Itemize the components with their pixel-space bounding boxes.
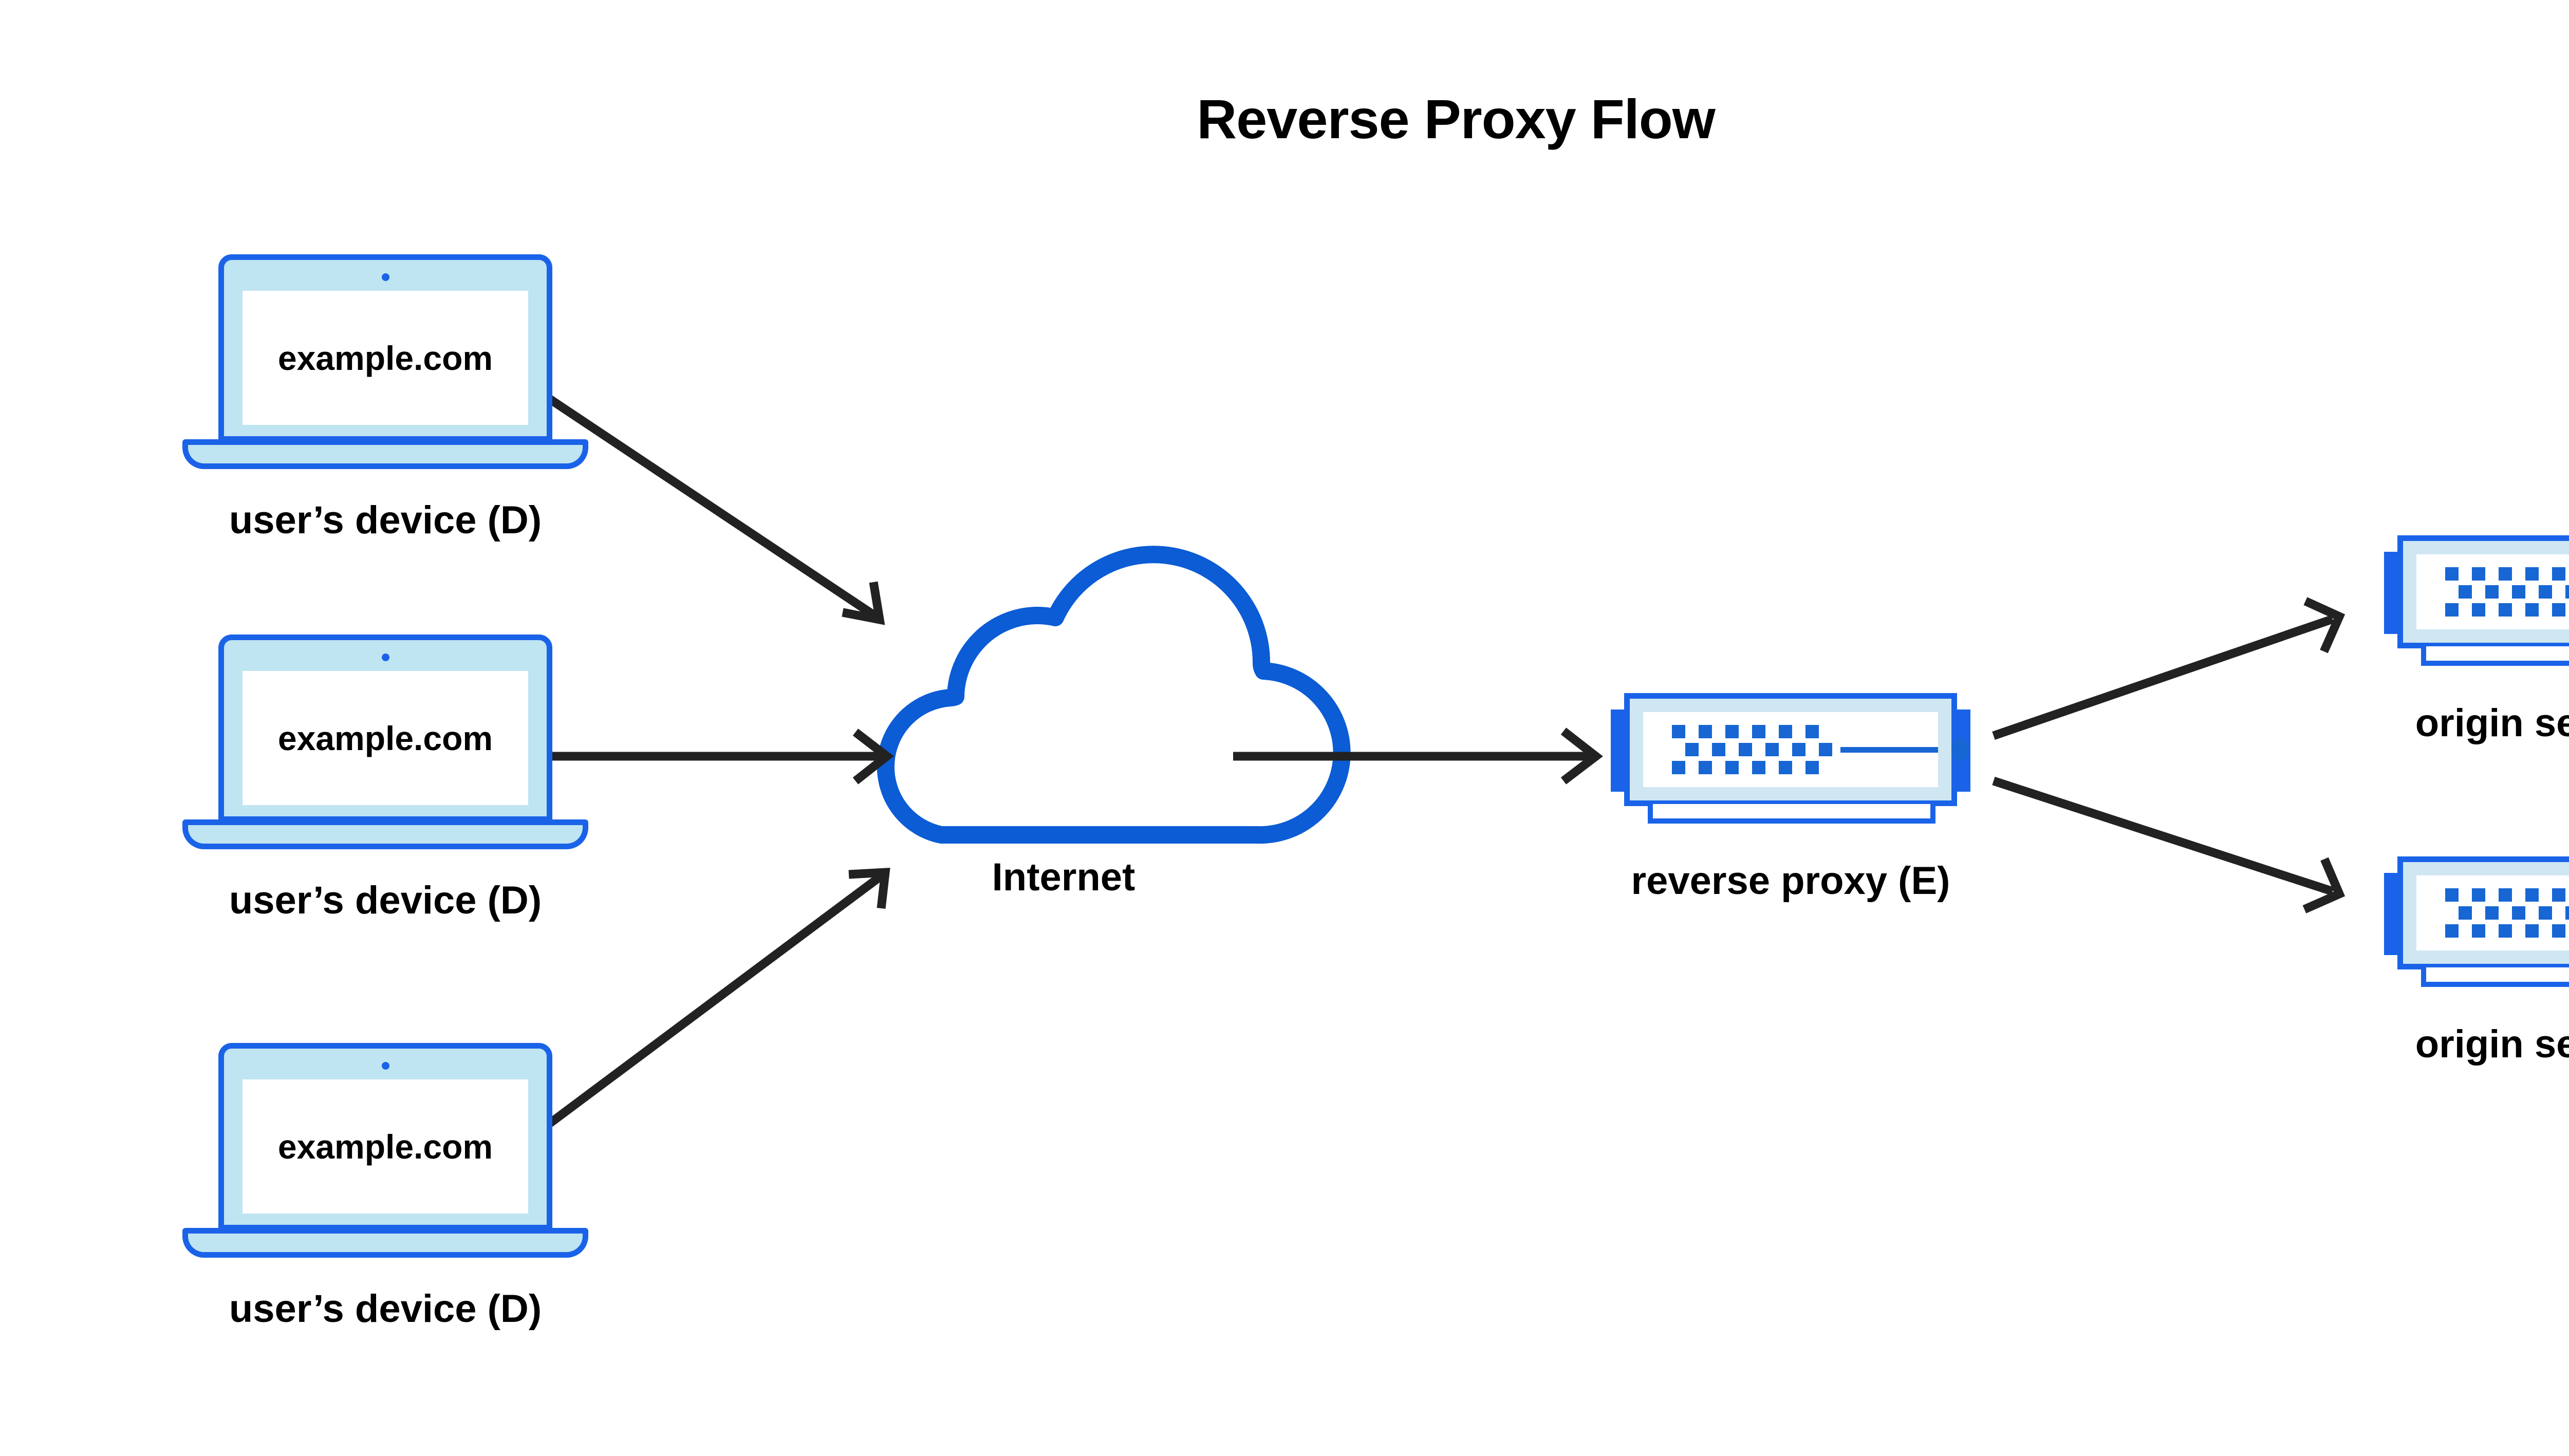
edge-reverse-proxy-to-origin1 [1992,597,2345,740]
node-label-user-device-1: user’s device (D) [229,498,542,542]
camera-icon [382,1062,389,1070]
server-face [2416,875,2569,950]
node-label-user-device-3: user’s device (D) [229,1287,542,1331]
laptop-icon: example.com [182,254,588,470]
server-indicator-line [1840,747,1938,753]
edge-reverse-proxy-to-origin2 [1992,776,2345,913]
laptop-screen: example.com [243,291,528,425]
led-grid-icon [2445,567,2569,617]
laptop-lid: example.com [218,1043,552,1230]
laptop-screen: example.com [243,1079,528,1214]
laptop-screen: example.com [243,671,528,805]
node-label-origin-server-2: origin server (F) [2415,1022,2569,1066]
server-icon [1611,687,1970,826]
server-shelf [1648,804,1935,824]
node-label-internet: Internet [992,855,1135,899]
node-user-device-3[interactable]: example.com user’s device (D) [182,1043,588,1329]
node-origin-server-1[interactable]: origin server (F) [2384,529,2569,743]
camera-icon [382,273,389,281]
server-face [2416,554,2569,629]
laptop-lid: example.com [218,634,552,822]
led-grid-icon [1672,725,1832,774]
camera-icon [382,654,389,661]
screen-url-text: example.com [277,719,493,757]
edge-internet-to-reverse-proxy [1233,727,1603,785]
laptop-base [182,819,588,849]
led-grid-icon [2445,888,2569,938]
server-shelf [2421,646,2569,666]
node-label-origin-server-1: origin server (F) [2415,701,2569,745]
laptop-lid: example.com [218,254,552,442]
laptop-base [182,1228,588,1258]
screen-url-text: example.com [277,339,493,377]
page-title: Reverse Proxy Flow [1197,88,1715,150]
server-icon [2384,850,2569,989]
server-shelf [2421,967,2569,987]
node-reverse-proxy[interactable]: reverse proxy (E) [1611,687,1970,901]
node-user-device-2[interactable]: example.com user’s device (D) [182,634,588,920]
node-label-user-device-2: user’s device (D) [229,879,542,922]
server-body [2397,856,2569,969]
node-label-reverse-proxy: reverse proxy (E) [1631,859,1950,903]
server-icon [2384,529,2569,668]
server-body [2397,535,2569,648]
laptop-base [182,439,588,469]
server-body [1624,693,1969,806]
node-user-device-1[interactable]: example.com user’s device (D) [182,254,588,540]
node-internet[interactable]: Internet [920,632,1207,897]
server-face [1643,712,1969,787]
server-status-dot [1951,738,1969,761]
laptop-icon: example.com [182,1043,588,1259]
screen-url-text: example.com [277,1127,493,1166]
laptop-icon: example.com [182,634,588,850]
node-origin-server-2[interactable]: origin server (F) [2384,850,2569,1064]
